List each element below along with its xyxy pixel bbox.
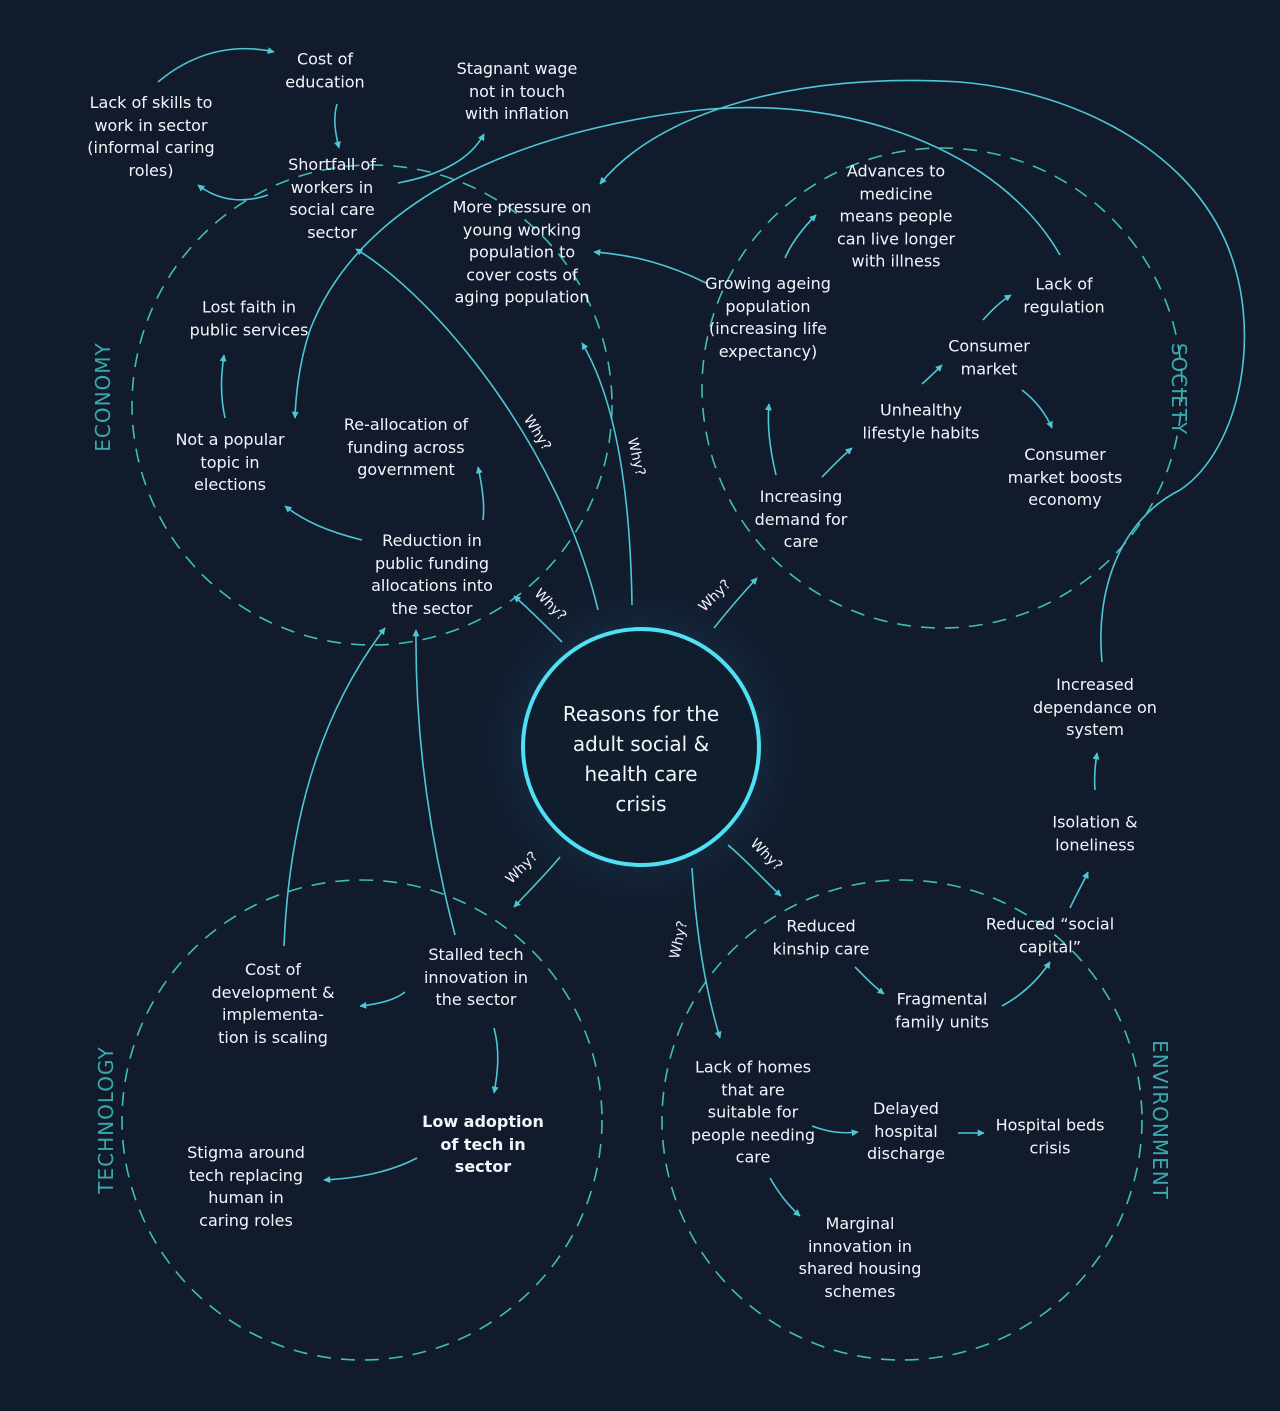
arrow-demand-to-ageing [764, 403, 777, 476]
node-isolation: Isolation & loneliness [1052, 812, 1138, 854]
node-more-pressure: More pressure on young working populatio… [452, 197, 592, 307]
node-cost-of-education: Cost of education [285, 49, 365, 91]
category-environment: ENVIRONMENT [1148, 1040, 1172, 1200]
arrow-shortfall-to-wage [397, 133, 485, 184]
node-hospital-beds: Hospital beds crisis [995, 1115, 1105, 1157]
node-lack-of-skills: Lack of skills to work in sector (inform… [87, 92, 215, 180]
arrow-education-to-shortfall [334, 103, 341, 149]
connectors [157, 47, 1246, 1217]
arrow-ageing-to-pressure [593, 248, 707, 284]
node-marginal-innovation: Marginal innovation in shared housing sc… [798, 1213, 922, 1301]
arrow-center-to-stalled [513, 856, 561, 908]
arrow-shortfall-to-skills [197, 184, 269, 201]
arrow-homes-to-delayed [811, 1125, 859, 1137]
arrow-kinship-to-family [854, 966, 885, 995]
node-advances-medicine: Advances to medicine means people can li… [836, 161, 956, 271]
category-economy: ECONOMY [91, 342, 115, 452]
arrow-consumer-to-regulation [982, 294, 1012, 321]
node-delayed-discharge: Delayed hospital discharge [867, 1099, 945, 1164]
node-growing-ageing: Growing ageing population (increasing li… [705, 273, 831, 361]
node-unhealthy-habits: Unhealthy lifestyle habits [862, 400, 980, 442]
node-increasing-demand: Increasing demand for care [754, 487, 848, 552]
node-reallocation: Re-allocation of funding across governme… [343, 415, 469, 480]
arrow-costdev-to-reduction [283, 627, 386, 947]
arrow-ageing-to-medicine [784, 214, 817, 259]
node-shortfall-workers: Shortfall of workers in social care sect… [288, 154, 376, 242]
arrow-center-to-homes [691, 867, 722, 1039]
node-fragmental-family: Fragmental family units [895, 989, 989, 1031]
node-increased-dependance: Increased dependance on system [1033, 675, 1157, 740]
node-lost-faith: Lost faith in public services [189, 297, 309, 339]
arrow-stalled-to-reduction [412, 629, 456, 936]
arrow-center-to-reduction [513, 595, 563, 643]
node-reduction-funding: Reduction in public funding allocations … [371, 530, 493, 618]
economy-circle [131, 164, 613, 646]
node-consumer-boosts: Consumer market boosts economy [1007, 445, 1123, 510]
node-low-adoption: Low adoption of tech in sector [422, 1112, 544, 1177]
arrow-homes-to-marginal [769, 1177, 801, 1217]
center-label: Reasons for the adult social & health ca… [562, 702, 720, 816]
arrow-notpopular-to-lostfaith [219, 354, 227, 419]
arrow-stalled-to-costdev [359, 991, 406, 1009]
arrow-center-to-kinship [727, 844, 782, 897]
environment-circle [661, 879, 1143, 1361]
arrow-stalled-to-lowadoption [491, 1027, 499, 1094]
arrow-family-to-socialcapital [1001, 961, 1051, 1007]
arrow-unhealthy-to-consumer [921, 364, 943, 385]
arrow-skills-to-education [157, 47, 275, 83]
arrow-dependance-to-pressure [599, 79, 1246, 663]
arrow-consumer-to-boosts [1021, 389, 1053, 429]
arrow-reduction-to-reallocation [475, 466, 485, 521]
arrow-demand-to-unhealthy [821, 447, 853, 478]
technology-circle [121, 879, 603, 1361]
node-reduced-social-capital: Reduced “social capital” [985, 914, 1115, 956]
arrow-isolation-to-dependance [1092, 752, 1100, 791]
node-consumer-market: Consumer market [948, 336, 1030, 378]
arrow-socialcapital-to-isolation [1069, 871, 1089, 909]
node-reduced-kinship: Reduced kinship care [772, 916, 870, 958]
arrow-lowadoption-to-stigma [323, 1157, 418, 1184]
arrow-regulation-to-notpopular [291, 106, 1061, 419]
society-circle [701, 147, 1183, 629]
node-stagnant-wage: Stagnant wage not in touch with inflatio… [456, 59, 578, 124]
node-lack-regulation: Lack of regulation [1023, 274, 1105, 316]
node-cost-development: Cost of development & implementa- tion i… [211, 959, 335, 1047]
node-stigma: Stigma around tech replacing human in ca… [187, 1142, 305, 1230]
arrow-center-to-pressure [581, 342, 633, 606]
arrow-reduction-to-notpopular [284, 505, 363, 541]
node-lack-homes: Lack of homes that are suitable for peop… [690, 1057, 816, 1167]
node-not-popular: Not a popular topic in elections [175, 430, 285, 495]
center-ring [521, 627, 761, 867]
arrow-center-to-demand [713, 577, 758, 629]
category-society: SOCIETY [1167, 342, 1191, 436]
node-stalled-tech: Stalled tech innovation in the sector [423, 945, 529, 1010]
category-technology: TECHNOLOGY [94, 1046, 118, 1194]
arrow-center-to-shortfall [355, 248, 599, 611]
